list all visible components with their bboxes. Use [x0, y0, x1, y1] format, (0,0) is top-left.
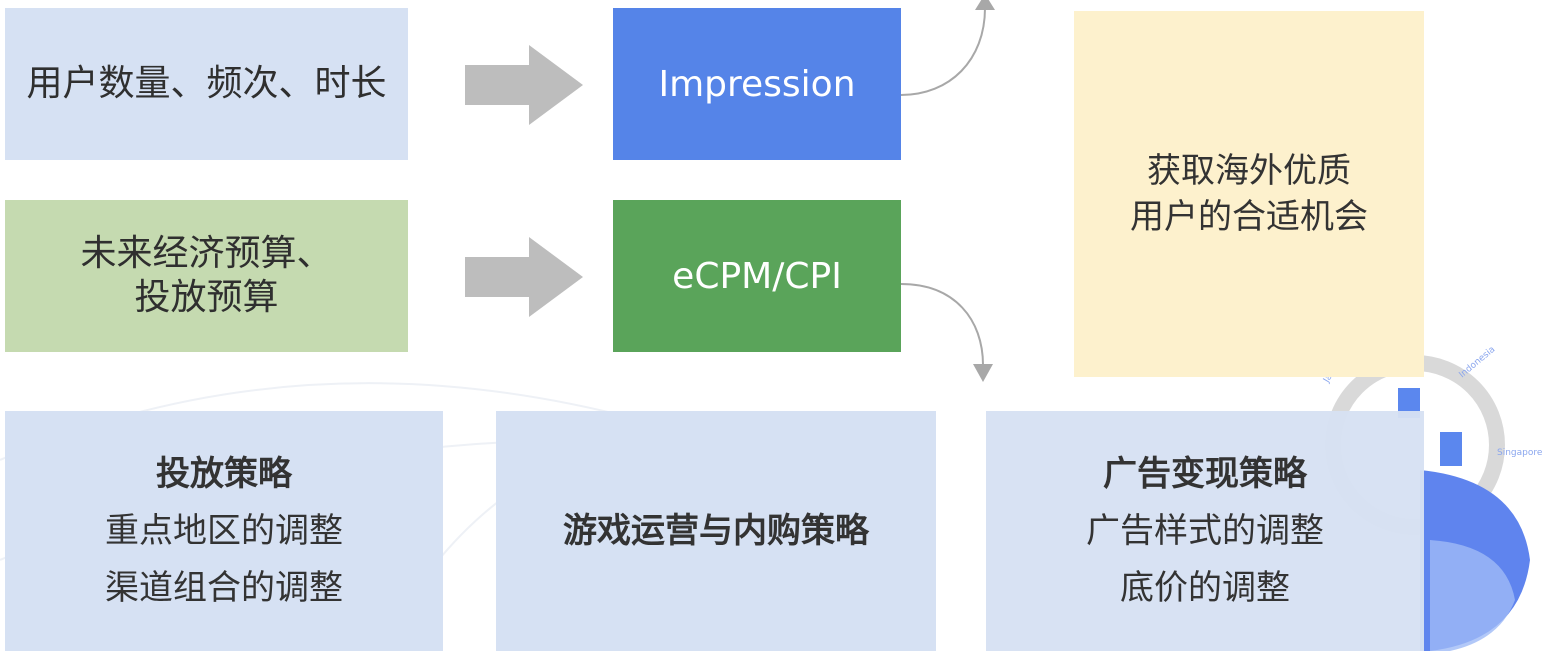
strategy-game-ops-title: 游戏运营与内购策略 — [563, 510, 869, 551]
goal-box: 获取海外优质 用户的合适机会 — [1074, 11, 1424, 377]
metric-ecpm-label: eCPM/CPI — [672, 255, 842, 297]
strategy-box-game-ops: 游戏运营与内购策略 — [496, 411, 936, 651]
goal-line1: 获取海外优质 — [1147, 151, 1351, 191]
block-arrow-bottom — [465, 237, 583, 317]
strategy-ad-monetization-line1: 广告样式的调整 — [1086, 510, 1324, 551]
strategy-ad-delivery-line1: 重点地区的调整 — [105, 510, 343, 551]
goal-line2: 用户的合适机会 — [1130, 197, 1368, 237]
map-pin-decoration — [1398, 388, 1420, 418]
input-box-user-metrics-text: 用户数量、频次、时长 — [26, 63, 387, 104]
decor-label-indonesia: Indonesia — [1458, 345, 1498, 381]
strategy-ad-delivery-line2: 渠道组合的调整 — [105, 567, 343, 608]
input-box-user-metrics: 用户数量、频次、时长 — [5, 8, 408, 160]
block-arrow-top — [465, 45, 583, 125]
strategy-ad-monetization-line2: 底价的调整 — [1120, 567, 1290, 608]
metric-box-ecpm: eCPM/CPI — [613, 200, 901, 352]
strategy-ad-monetization-title: 广告变现策略 — [1103, 453, 1307, 494]
decor-label-singapore: Singapore — [1497, 448, 1542, 458]
metric-impression-label: Impression — [658, 63, 856, 105]
strategy-ad-delivery-title: 投放策略 — [156, 453, 292, 494]
input-box-budget-line2: 投放预算 — [134, 277, 279, 318]
input-box-budget-line1: 未来经济预算、 — [80, 233, 333, 274]
input-box-budget: 未来经济预算、 投放预算 — [5, 200, 408, 352]
strategy-box-ad-delivery: 投放策略 重点地区的调整 渠道组合的调整 — [5, 411, 443, 651]
strategy-box-ad-monetization: 广告变现策略 广告样式的调整 底价的调整 — [986, 411, 1424, 651]
metric-box-impression: Impression — [613, 8, 901, 160]
